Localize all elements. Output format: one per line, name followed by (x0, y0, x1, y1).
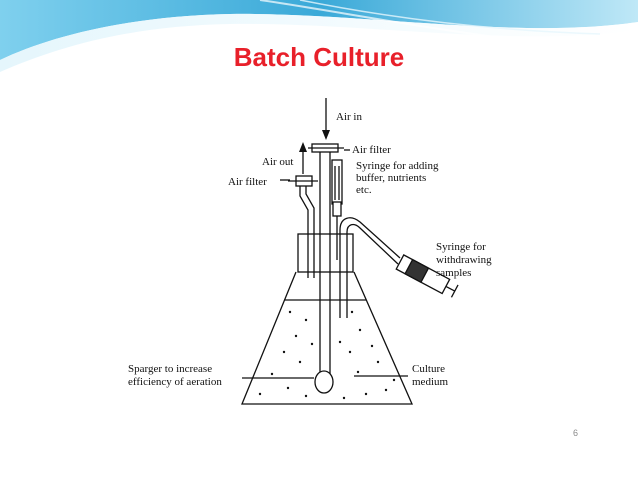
label-syringe-withdraw-2: withdrawing (436, 254, 492, 266)
label-syringe-adding-2: buffer, nutrients (356, 172, 426, 184)
label-culture-1: Culture (412, 363, 445, 375)
page-number: 6 (573, 428, 579, 438)
label-syringe-adding-1: Syringe for adding (356, 160, 439, 172)
syringe-adding (331, 159, 343, 205)
label-syringe-withdraw-1: Syringe for (436, 241, 486, 253)
label-sparger-1: Sparger to increase (128, 363, 212, 375)
stopper (297, 233, 354, 273)
slide-title: Batch Culture (233, 42, 405, 72)
flask-outline (241, 271, 413, 405)
air-in-tube (319, 148, 331, 380)
label-sparger-2: efficiency of aeration (128, 376, 222, 388)
label-air-filter-left: Air filter (228, 176, 267, 188)
label-air-out: Air out (262, 156, 293, 168)
withdraw-tube (339, 217, 401, 318)
label-syringe-adding-3: etc. (356, 184, 372, 196)
label-culture-2: medium (412, 376, 448, 388)
header-swoosh (0, 0, 638, 73)
sparger (314, 370, 334, 394)
label-syringe-withdraw-3: samples (436, 267, 471, 279)
label-air-filter-top: Air filter (352, 144, 391, 156)
label-air-in: Air in (336, 111, 362, 123)
